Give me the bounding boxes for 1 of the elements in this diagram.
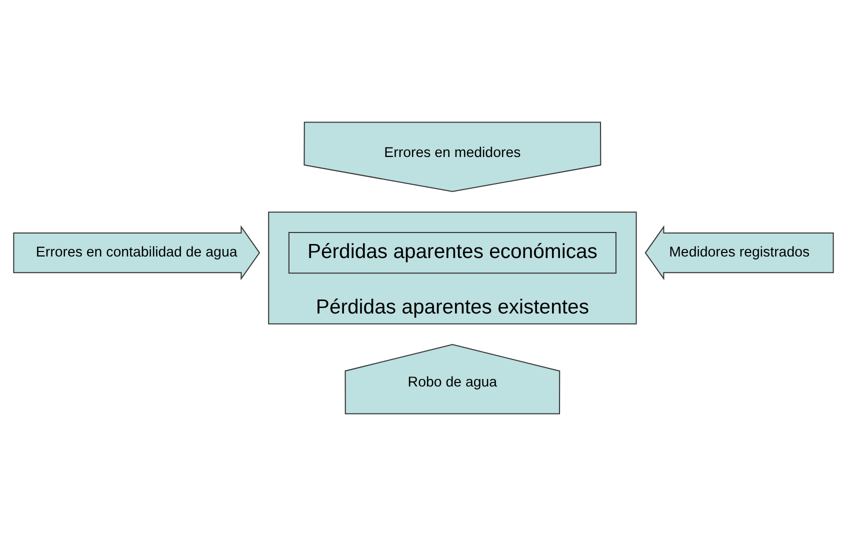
node-box: Pérdidas aparentes económicas (288, 231, 616, 274)
